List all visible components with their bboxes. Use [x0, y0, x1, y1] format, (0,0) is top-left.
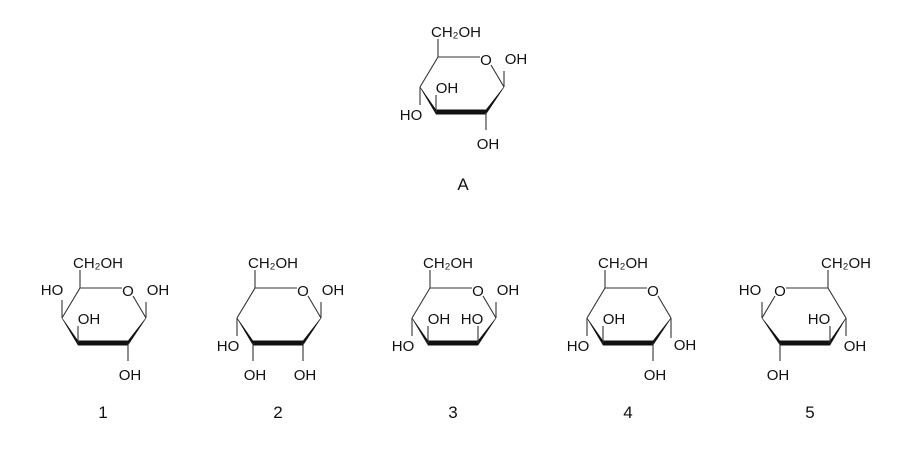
bond-c5-c4: [411, 287, 431, 319]
bond-c5-c4: [61, 287, 81, 319]
bond-o-c1: [482, 295, 497, 319]
wedge-bond-c4-c3: [62, 317, 78, 346]
substituent-label: OH: [119, 367, 142, 384]
substituent-label: OH: [244, 367, 267, 384]
substituent-label: HO: [461, 311, 484, 328]
structure-1: O CH₂OH OH OH OH HO 1: [41, 255, 170, 422]
structure-3: O CH₂OH OH HO OH HO 3: [392, 255, 520, 422]
substituent-label: HO: [808, 311, 831, 328]
ring-oxygen-label: O: [480, 52, 492, 69]
structure-caption: 1: [98, 403, 107, 422]
structure-caption: 3: [448, 403, 457, 422]
bond-o-c1: [761, 295, 776, 319]
substituent-label: OH: [497, 282, 520, 299]
wedge-bond-c4-c3: [830, 317, 846, 346]
substituent-label: OH: [436, 80, 459, 97]
substituent-label: CH₂OH: [423, 255, 473, 272]
substituent-label: OH: [477, 136, 500, 153]
substituent-label: HO: [392, 338, 415, 355]
wedge-bond-c1-c2: [303, 317, 321, 346]
substituent-label: OH: [603, 311, 626, 328]
bond-c5-c4: [419, 56, 439, 88]
bond-o-c1: [132, 295, 147, 319]
structure-caption: A: [457, 175, 469, 194]
substituent-label: CH₂OH: [431, 24, 481, 41]
substituent-label: CH₂OH: [248, 255, 298, 272]
ring-oxygen-label: O: [472, 283, 484, 300]
substituent-label: OH: [147, 282, 170, 299]
wedge-bond-c1-c2: [486, 86, 504, 115]
ring-oxygen-label: O: [122, 283, 134, 300]
structure-4: O CH₂OH OH OH OH HO 4: [567, 255, 697, 422]
substituent-label: OH: [674, 337, 697, 354]
wedge-bond-c4-c3: [412, 317, 428, 346]
ring-oxygen-label: O: [297, 283, 309, 300]
bond-c5-c4: [827, 287, 847, 319]
substituent-label: OH: [644, 367, 667, 384]
structure-A: O CH₂OH OH OH OH HO A: [400, 24, 528, 194]
substituent-label: HO: [217, 338, 240, 355]
substituent-label: OH: [322, 282, 345, 299]
bond-o-c1: [490, 64, 505, 88]
bond-c5-c4: [236, 287, 256, 319]
substituent-label: CH₂OH: [821, 255, 871, 272]
substituent-label: CH₂OH: [598, 255, 648, 272]
wedge-bond-c1-c2: [128, 317, 146, 346]
wedge-bond-c1-c2: [762, 317, 780, 346]
wedge-bond-c1-c2: [653, 317, 671, 346]
substituent-label: HO: [739, 282, 762, 299]
structure-caption: 2: [273, 403, 282, 422]
structure-caption: 4: [623, 403, 632, 422]
wedge-bond-c1-c2: [478, 317, 496, 346]
structure-caption: 5: [805, 403, 814, 422]
ring-oxygen-label: O: [647, 283, 659, 300]
substituent-label: CH₂OH: [73, 255, 123, 272]
substituent-label: OH: [844, 338, 867, 355]
substituent-label: OH: [767, 367, 790, 384]
bond-o-c1: [307, 295, 322, 319]
bond-o-c1: [657, 295, 672, 319]
substituent-label: HO: [400, 107, 423, 124]
structure-5: O CH₂OH HO OH HO OH 5: [739, 255, 871, 422]
substituent-label: OH: [294, 367, 317, 384]
wedge-bond-c4-c3: [420, 86, 436, 115]
wedge-bond-c4-c3: [587, 317, 603, 346]
ring-oxygen-label: O: [774, 283, 786, 300]
substituent-label: OH: [428, 311, 451, 328]
substituent-label: HO: [41, 282, 64, 299]
substituent-label: OH: [78, 311, 101, 328]
substituent-label: OH: [505, 51, 528, 68]
substituent-label: HO: [567, 338, 590, 355]
wedge-bond-c4-c3: [237, 317, 253, 346]
bond-c5-c4: [586, 287, 606, 319]
